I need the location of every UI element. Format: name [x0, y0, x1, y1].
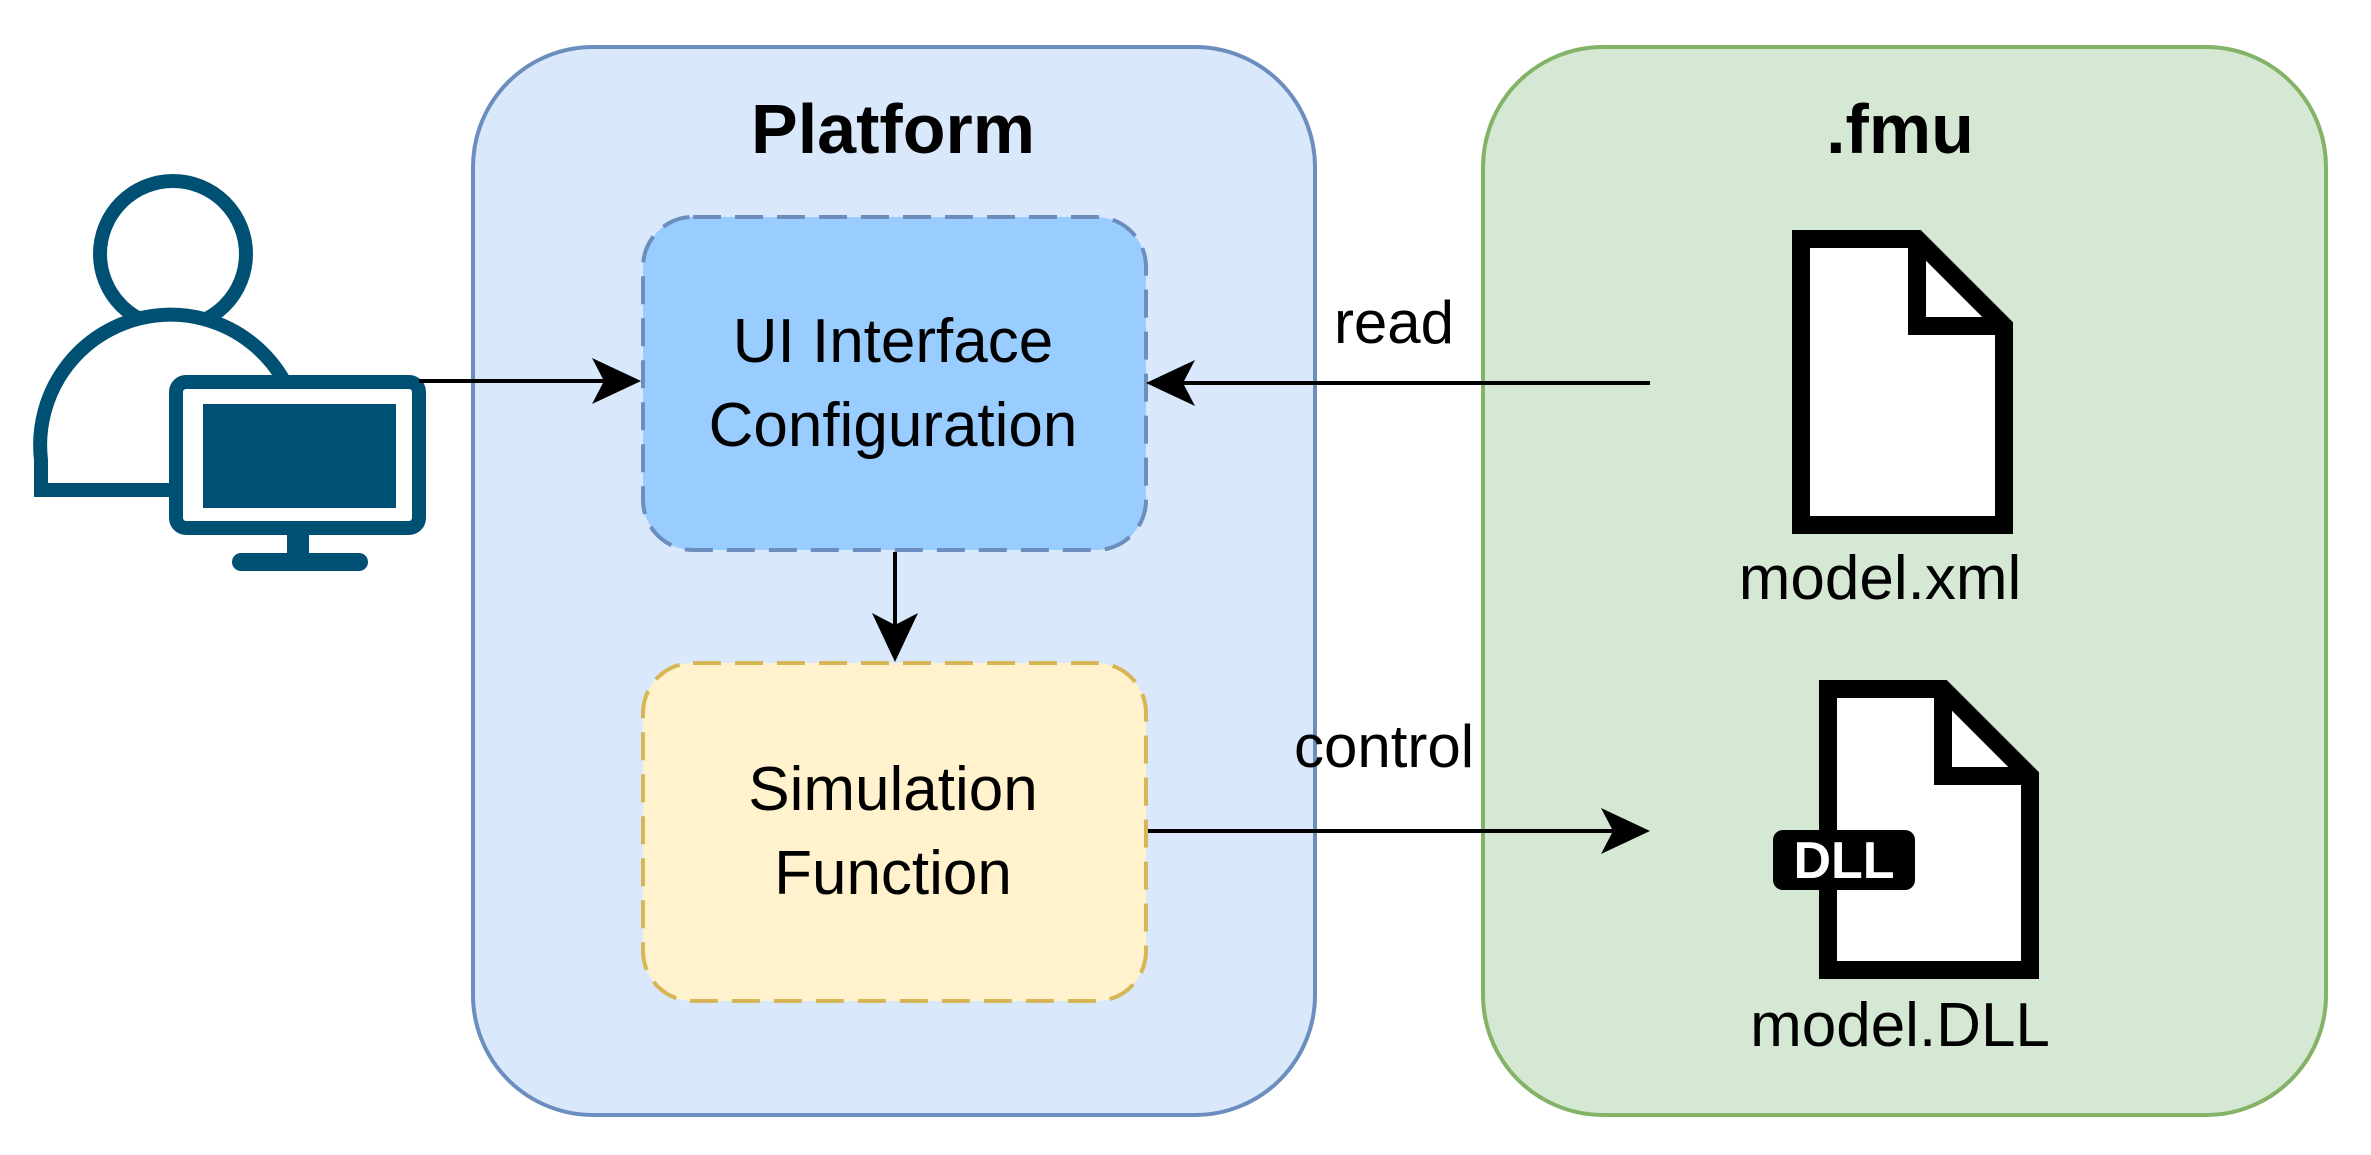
fmu-title: .fmu	[1826, 90, 1974, 168]
xml-file: model.xml	[1739, 230, 2022, 613]
dll-badge-label: DLL	[1793, 832, 1894, 890]
xml-file-label: model.xml	[1739, 544, 2022, 613]
edge-user-to-ui-config	[419, 358, 641, 404]
ui-config-box	[641, 215, 1148, 552]
ui-config-label-line2: Configuration	[709, 391, 1078, 460]
dll-file: DLL model.DLL	[1750, 680, 2050, 1060]
edges: read control	[419, 289, 1650, 854]
edge-ui-to-simulation	[872, 552, 918, 662]
control-label: control	[1294, 713, 1474, 780]
simulation-label-line2: Function	[774, 839, 1012, 908]
simulation-box	[641, 661, 1148, 1003]
ui-config-label-line1: UI Interface	[733, 307, 1053, 376]
fmu-container: .fmu	[1481, 45, 2328, 1117]
edge-read: read	[1146, 289, 1650, 406]
edge-control: control	[1148, 713, 1650, 854]
simulation-node: Simulation Function	[641, 661, 1148, 1003]
simulation-label-line1: Simulation	[748, 755, 1037, 824]
ui-config-node: UI Interface Configuration	[641, 215, 1148, 552]
fmu-background	[1481, 45, 2328, 1117]
dll-file-icon: DLL	[1773, 680, 2039, 979]
read-label: read	[1334, 289, 1454, 356]
dll-file-label: model.DLL	[1750, 991, 2050, 1060]
platform-title: Platform	[751, 90, 1035, 168]
user-at-computer-icon	[33, 174, 426, 571]
document-icon	[1792, 230, 2013, 534]
